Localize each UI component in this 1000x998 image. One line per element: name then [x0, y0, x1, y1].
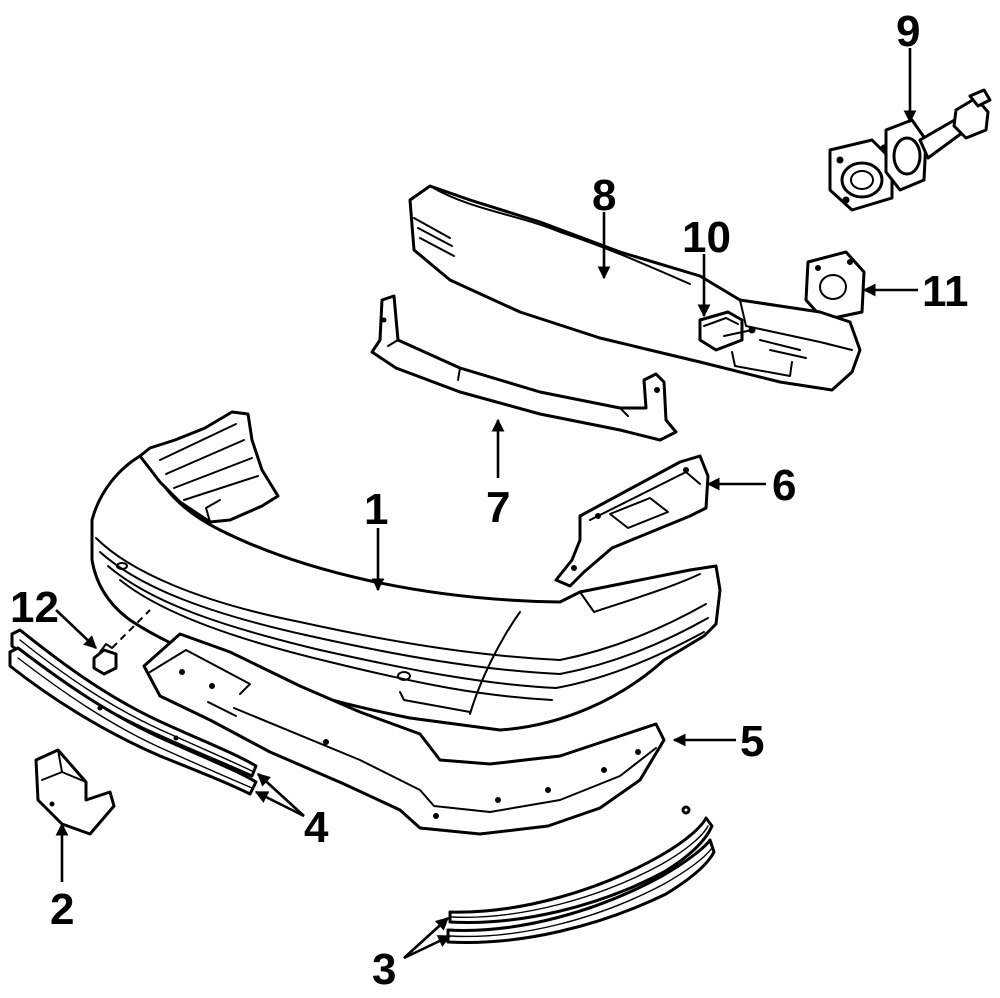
callout-8: 8	[592, 171, 616, 220]
left-trim-strips-part-4	[8, 628, 258, 796]
callout-1: 1	[364, 485, 388, 534]
leader-3a	[403, 917, 449, 959]
small-bracket-part-2	[34, 748, 116, 836]
energy-absorber-part-9	[828, 88, 992, 212]
leader-4a	[257, 773, 305, 817]
callout-5: 5	[740, 717, 764, 766]
leader-lines	[55, 48, 918, 960]
leader-3b	[403, 934, 452, 960]
callout-10: 10	[682, 213, 731, 262]
side-bracket-part-6	[554, 454, 710, 588]
clip-part-12	[92, 609, 151, 676]
callout-4: 4	[304, 803, 329, 852]
leader-12	[55, 609, 97, 649]
lower-spoiler-part-5	[142, 632, 666, 836]
callout-9: 9	[896, 7, 920, 56]
mounting-plate-part-11	[804, 250, 866, 322]
impact-bar-part-8	[408, 184, 862, 392]
callout-labels: 1 2 3 4 5 6 7 8 9 10 11 12	[10, 7, 969, 994]
bracket-part-10	[698, 310, 756, 352]
support-bracket-part-7	[370, 294, 678, 442]
callout-3: 3	[372, 945, 396, 994]
callout-11: 11	[922, 267, 969, 316]
callout-2: 2	[50, 885, 74, 934]
callout-12: 12	[10, 583, 59, 632]
callout-7: 7	[486, 483, 510, 532]
leader-4b	[254, 790, 305, 818]
right-trim-strips-part-3	[446, 805, 716, 944]
callout-6: 6	[772, 461, 796, 510]
